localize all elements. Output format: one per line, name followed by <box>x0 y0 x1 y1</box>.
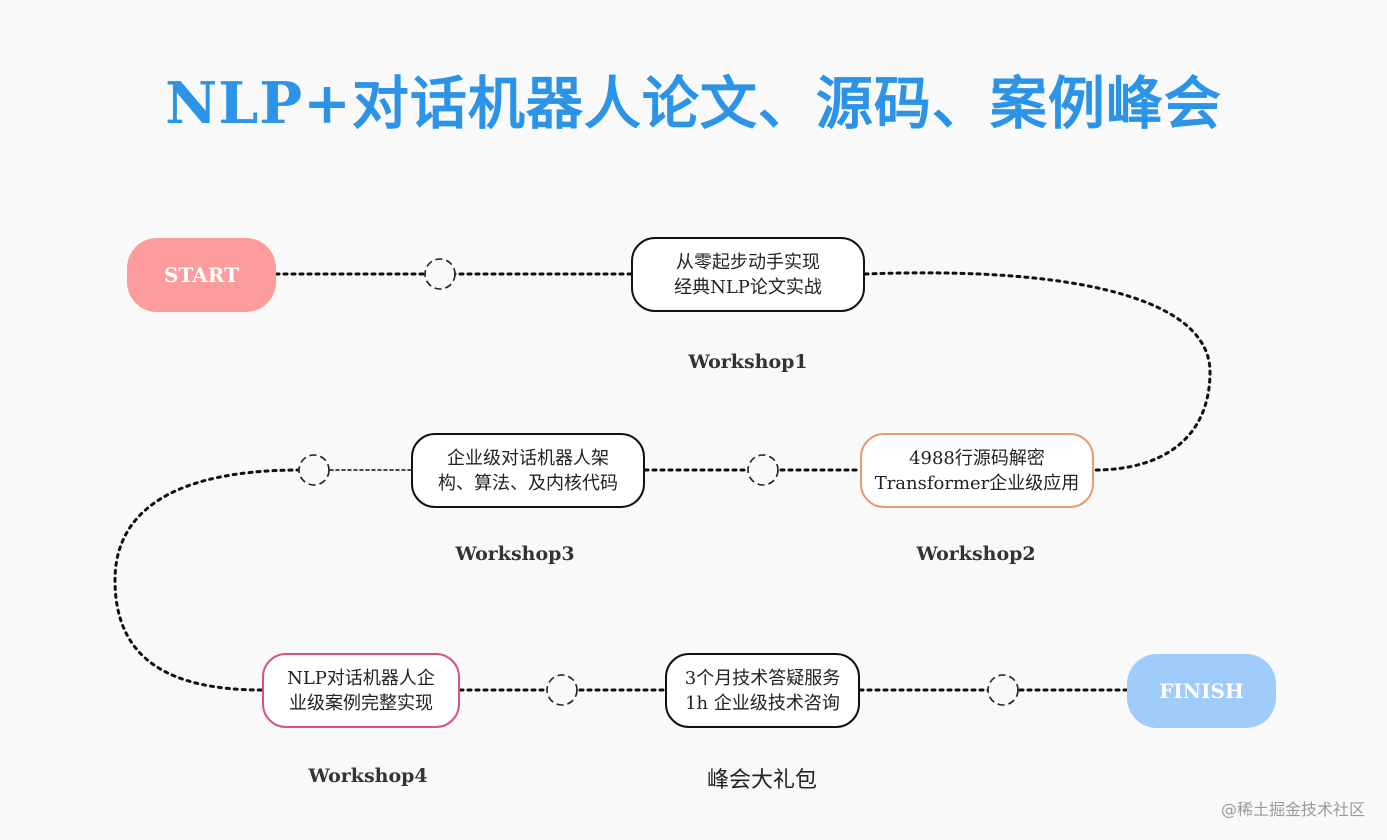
gift-label: 峰会大礼包 <box>706 768 817 793</box>
connector-curve-left <box>113 468 302 692</box>
finish-label: FINISH <box>1159 679 1244 703</box>
milestone-circle <box>546 674 578 706</box>
workshop4-line1: NLP对话机器人企 <box>287 667 435 689</box>
workshop2-line1: 4988行源码解密 <box>909 447 1045 469</box>
finish-pill: FINISH <box>1127 654 1276 728</box>
milestone-circle <box>424 258 456 290</box>
workshop3-line2: 构、算法、及内核代码 <box>438 472 618 494</box>
workshop2-box: 4988行源码解密 Transformer企业级应用 <box>860 433 1094 508</box>
connector-curve-right <box>863 271 1212 472</box>
workshop3-line1: 企业级对话机器人架 <box>447 447 609 469</box>
gift-line1: 3个月技术答疑服务 <box>684 667 841 689</box>
watermark: @稀土掘金技术社区 <box>1220 800 1365 819</box>
workshop4-line2: 业级案例完整实现 <box>288 692 433 714</box>
workshop1-line1: 从零起步动手实现 <box>675 251 820 273</box>
start-pill: START <box>127 238 276 312</box>
workshop1-label: Workshop1 <box>688 351 808 373</box>
workshop3-label: Workshop3 <box>455 543 575 565</box>
workshop2-label: Workshop2 <box>916 543 1036 565</box>
workshop2-line2: Transformer企业级应用 <box>874 472 1080 494</box>
milestone-circle <box>987 674 1019 706</box>
workshop4-label: Workshop4 <box>308 765 428 787</box>
gift-box: 3个月技术答疑服务 1h 企业级技术咨询 <box>665 653 860 728</box>
workshop3-box: 企业级对话机器人架 构、算法、及内核代码 <box>411 433 645 508</box>
page-title: NLP+对话机器人论文、源码、案例峰会 <box>165 70 1222 137</box>
milestone-circle <box>298 454 330 486</box>
workshop1-line2: 经典NLP论文实战 <box>674 276 822 298</box>
gift-line2: 1h 企业级技术咨询 <box>685 692 840 714</box>
milestone-circle <box>747 454 779 486</box>
workshop1-box: 从零起步动手实现 经典NLP论文实战 <box>631 237 865 312</box>
start-label: START <box>164 263 239 287</box>
workshop4-box: NLP对话机器人企 业级案例完整实现 <box>262 653 460 728</box>
